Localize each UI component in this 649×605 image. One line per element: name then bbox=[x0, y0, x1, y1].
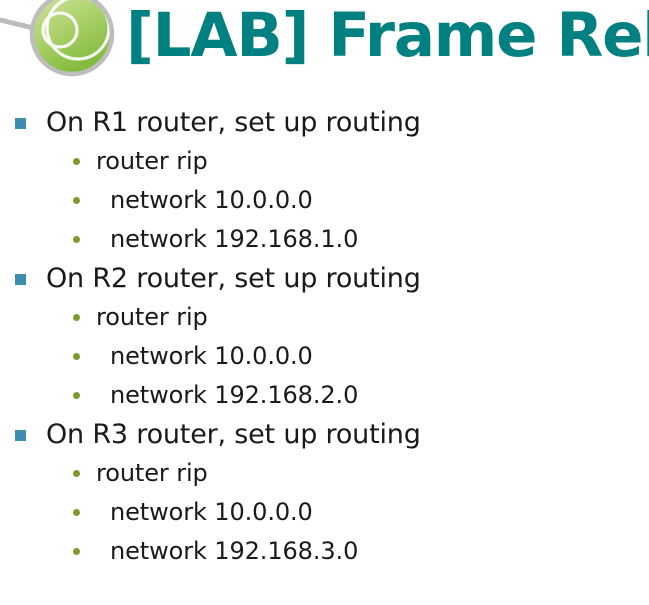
dot-bullet-icon bbox=[73, 353, 80, 360]
dot-bullet-icon bbox=[73, 314, 80, 321]
list-item-label: router rip bbox=[96, 303, 208, 331]
square-bullet-icon bbox=[15, 430, 26, 441]
list-item[interactable]: On R1 router, set up routing bbox=[0, 103, 649, 142]
list-item-label: network 192.168.2.0 bbox=[110, 381, 359, 409]
green-sphere-logo-icon bbox=[0, 0, 115, 77]
bullet-group: On R3 router, set up routing router rip … bbox=[0, 415, 649, 571]
list-item[interactable]: network 10.0.0.0 bbox=[0, 493, 649, 532]
list-item-label: network 10.0.0.0 bbox=[110, 342, 313, 370]
dot-bullet-icon bbox=[73, 548, 80, 555]
list-item[interactable]: network 10.0.0.0 bbox=[0, 181, 649, 220]
list-item[interactable]: router rip bbox=[0, 298, 649, 337]
dot-bullet-icon bbox=[73, 236, 80, 243]
dot-bullet-icon bbox=[73, 509, 80, 516]
bullet-group: On R1 router, set up routing router rip … bbox=[0, 103, 649, 259]
list-item[interactable]: router rip bbox=[0, 142, 649, 181]
list-item[interactable]: router rip bbox=[0, 454, 649, 493]
list-item[interactable]: network 192.168.3.0 bbox=[0, 532, 649, 571]
list-item[interactable]: network 192.168.1.0 bbox=[0, 220, 649, 259]
list-item-label: network 10.0.0.0 bbox=[110, 186, 313, 214]
list-item-label: On R2 router, set up routing bbox=[46, 263, 421, 294]
list-item[interactable]: On R2 router, set up routing bbox=[0, 259, 649, 298]
slide-header: [LAB] Frame Relay bbox=[0, 0, 649, 92]
square-bullet-icon bbox=[15, 118, 26, 129]
dot-bullet-icon bbox=[73, 470, 80, 477]
bullet-list: On R1 router, set up routing router rip … bbox=[0, 103, 649, 571]
list-item[interactable]: On R3 router, set up routing bbox=[0, 415, 649, 454]
list-item[interactable]: network 10.0.0.0 bbox=[0, 337, 649, 376]
list-item-label: network 192.168.3.0 bbox=[110, 537, 359, 565]
bullet-group: On R2 router, set up routing router rip … bbox=[0, 259, 649, 415]
page-title: [LAB] Frame Relay bbox=[126, 0, 649, 71]
list-item-label: router rip bbox=[96, 459, 208, 487]
list-item[interactable]: network 192.168.2.0 bbox=[0, 376, 649, 415]
dot-bullet-icon bbox=[73, 158, 80, 165]
dot-bullet-icon bbox=[73, 197, 80, 204]
dot-bullet-icon bbox=[73, 392, 80, 399]
green-sphere-logo bbox=[0, 0, 120, 90]
list-item-label: On R1 router, set up routing bbox=[46, 107, 421, 138]
square-bullet-icon bbox=[15, 274, 26, 285]
list-item-label: network 10.0.0.0 bbox=[110, 498, 313, 526]
list-item-label: router rip bbox=[96, 147, 208, 175]
list-item-label: network 192.168.1.0 bbox=[110, 225, 359, 253]
list-item-label: On R3 router, set up routing bbox=[46, 419, 421, 450]
